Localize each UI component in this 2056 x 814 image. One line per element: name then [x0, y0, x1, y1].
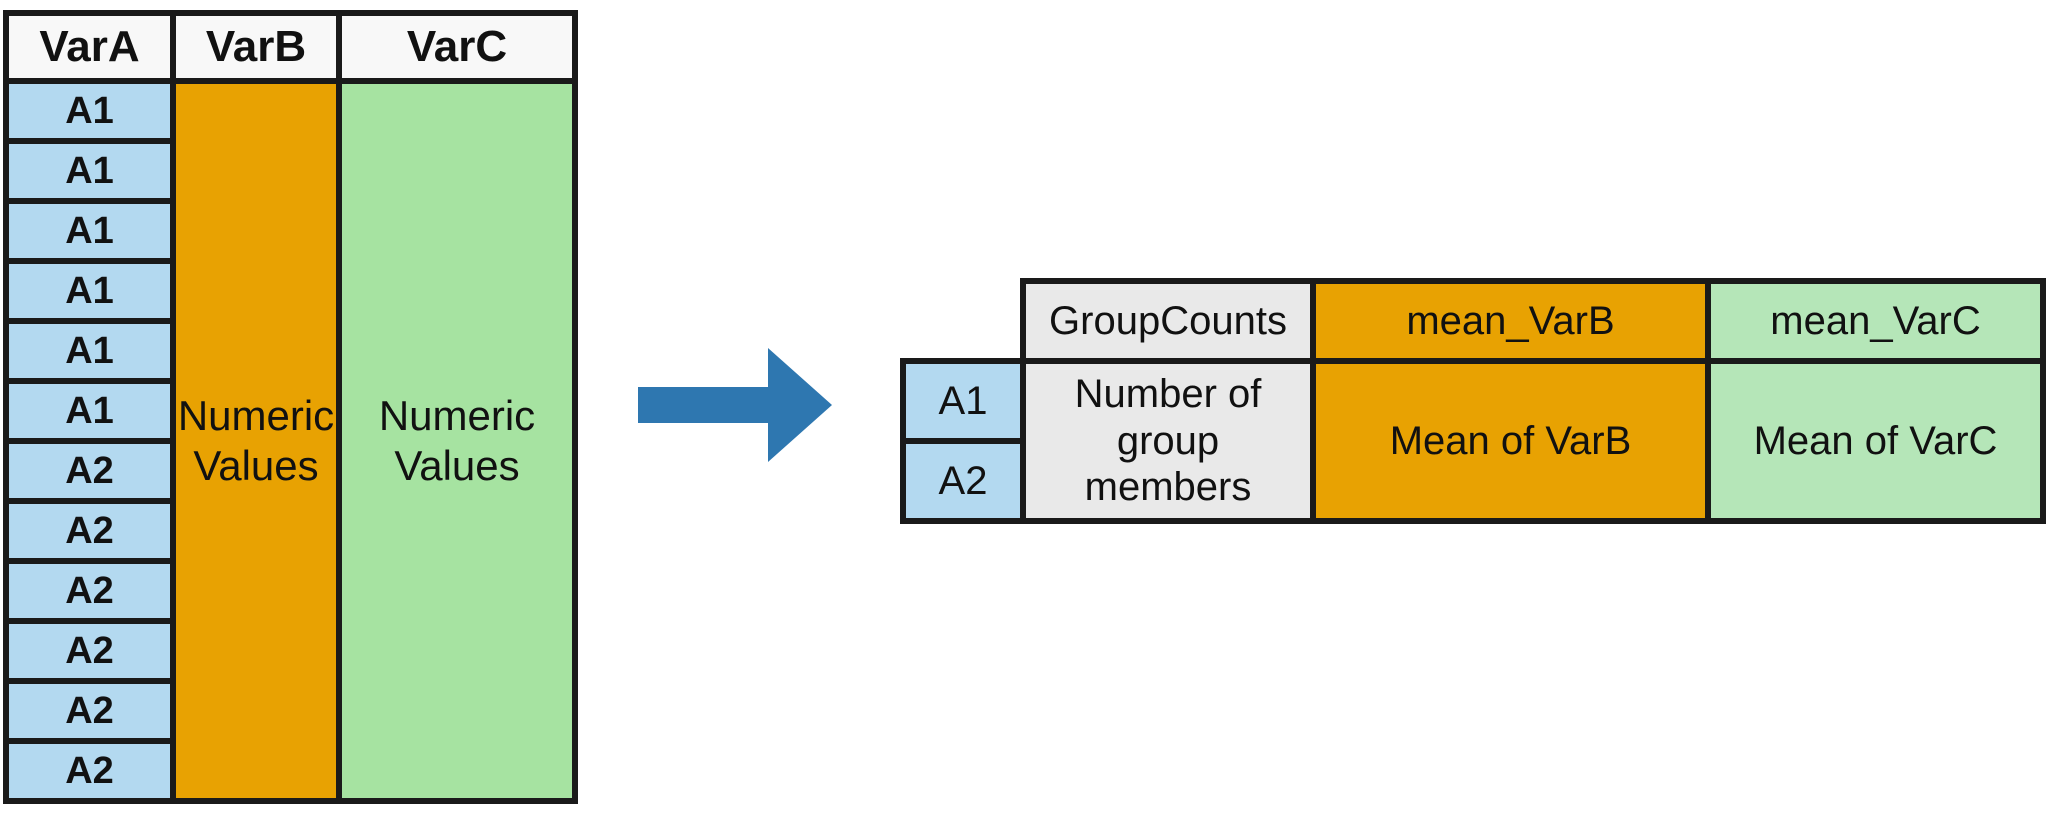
- table-row: A2: [3, 738, 575, 804]
- vara-value-cell: A1: [3, 138, 176, 204]
- summary-header-mean-varc: mean_VarC: [1705, 278, 2046, 364]
- vara-value-cell: A2: [3, 438, 176, 504]
- summary-table: GroupCounts mean_VarB mean_VarC A1 Numbe…: [900, 278, 2046, 524]
- right-arrow-icon: [638, 348, 832, 462]
- vara-value-cell: A2: [3, 558, 176, 624]
- table-row: A2: [900, 438, 2043, 524]
- varb-numeric-values-text: Numeric Values: [177, 392, 335, 489]
- table-row: A2: [3, 498, 575, 564]
- table-row: A2: [3, 438, 575, 504]
- summary-mean-varc-body-cell: Mean of VarC: [1705, 358, 2046, 524]
- vara-value-cell: A2: [3, 678, 176, 744]
- table-row: A2: [3, 618, 575, 684]
- table-row: A1: [3, 138, 575, 204]
- source-header-varc: VarC: [336, 10, 578, 84]
- summary-header-row: GroupCounts mean_VarB mean_VarC: [903, 278, 2046, 364]
- table-row: A1: [3, 258, 575, 324]
- table-row: A1: [3, 198, 575, 264]
- varc-numeric-values-cell: Numeric Values: [336, 78, 578, 804]
- varc-numeric-values-text: Numeric Values: [378, 392, 536, 489]
- vara-value-cell: A1: [3, 318, 176, 384]
- table-row: A1 Numeric Values Numeric Values: [3, 78, 578, 804]
- source-table: VarA VarB VarC A1 Numeric Values Numeric…: [3, 10, 578, 804]
- table-row: A1: [3, 318, 575, 384]
- summary-groupcounts-body-cell: Number of group members: [1020, 358, 1316, 524]
- vara-value-cell: A2: [3, 498, 176, 564]
- source-header-varb: VarB: [170, 10, 342, 84]
- table-row: A2: [3, 558, 575, 624]
- source-header-vara: VarA: [3, 10, 176, 84]
- vara-value-cell: A1: [3, 258, 176, 324]
- varb-numeric-values-cell: Numeric Values: [170, 78, 342, 804]
- source-header-row: VarA VarB VarC: [3, 10, 578, 84]
- summary-header-groupcounts: GroupCounts: [1020, 278, 1316, 364]
- groupcounts-body-text: Number of group members: [1074, 371, 1262, 510]
- summary-row-label-a2: A2: [900, 438, 1026, 524]
- vara-value-cell: A2: [3, 738, 176, 804]
- vara-value-cell: A1: [3, 78, 176, 144]
- vara-value-cell: A1: [3, 198, 176, 264]
- table-row: A1: [3, 378, 575, 444]
- summary-mean-varb-body-cell: Mean of VarB: [1310, 358, 1711, 524]
- table-row: A2: [3, 678, 575, 744]
- vara-value-cell: A1: [3, 378, 176, 444]
- vara-value-cell: A2: [3, 618, 176, 684]
- summary-row-label-a1: A1: [900, 358, 1026, 444]
- summary-header-mean-varb: mean_VarB: [1310, 278, 1711, 364]
- table-row: A1 Number of group members Mean of VarB …: [900, 358, 2046, 524]
- summary-corner-spacer: [903, 281, 1023, 361]
